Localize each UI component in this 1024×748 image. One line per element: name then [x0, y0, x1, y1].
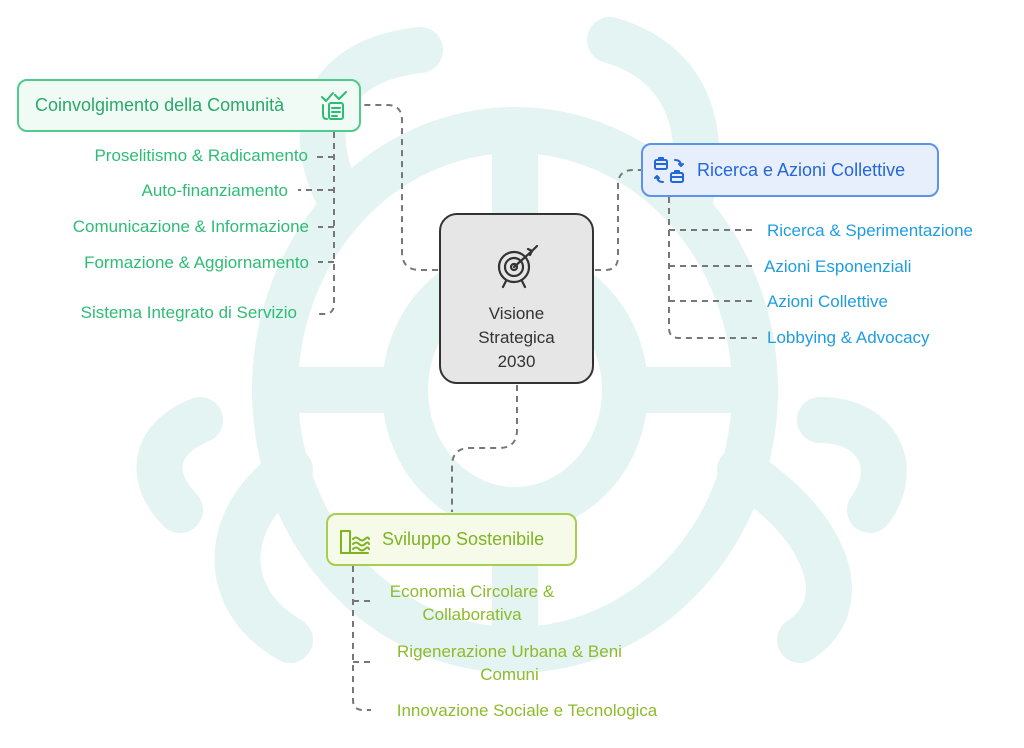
- center-line-3: 2030: [497, 352, 536, 371]
- sustain-item-line: Innovazione Sociale e Tecnologica: [396, 701, 658, 720]
- link-center-sustain: [451, 385, 518, 512]
- community-item: Auto-finanziamento: [141, 181, 288, 200]
- link-center-community: [362, 104, 438, 271]
- community-item: Comunicazione & Informazione: [72, 217, 309, 236]
- link-sustain-items: [352, 566, 371, 711]
- community-title: Coinvolgimento della Comunità: [35, 95, 285, 115]
- research-item: Lobbying & Advocacy: [767, 328, 930, 347]
- research-node[interactable]: Ricerca e Azioni Collettive: [641, 143, 939, 197]
- link-community-items: [318, 132, 335, 315]
- target-icon: [494, 244, 540, 294]
- center-node[interactable]: Visione Strategica 2030: [439, 213, 594, 384]
- briefcase-exchange-icon: [653, 156, 685, 191]
- research-item: Azioni Collettive: [767, 292, 888, 311]
- center-line-1: Visione: [488, 304, 545, 323]
- link-research-items: [668, 197, 757, 339]
- checklist-hand-icon: [319, 91, 349, 126]
- center-line-2: Strategica: [478, 328, 555, 347]
- connectors: [298, 104, 757, 711]
- community-item: Sistema Integrato di Servizio: [80, 303, 297, 322]
- community-node[interactable]: Coinvolgimento della Comunità: [17, 79, 361, 132]
- dam-water-icon: [338, 527, 370, 560]
- sustain-item: Economia Circolare & Collaborativa: [372, 580, 572, 626]
- research-title: Ricerca e Azioni Collettive: [697, 159, 906, 180]
- sustain-item-line: Rigenerazione Urbana & Beni: [397, 642, 622, 661]
- sustain-item: Rigenerazione Urbana & Beni Comuni: [372, 640, 647, 686]
- research-item: Azioni Esponenziali: [764, 257, 912, 276]
- sustain-title: Sviluppo Sostenibile: [382, 529, 545, 549]
- community-item: Formazione & Aggiornamento: [84, 253, 309, 272]
- community-item: Proselitismo & Radicamento: [94, 146, 308, 165]
- sustain-item-line: Economia Circolare &: [389, 582, 555, 601]
- sustain-item: Innovazione Sociale e Tecnologica: [372, 699, 682, 722]
- sustain-item-line: Collaborativa: [422, 605, 522, 624]
- research-item: Ricerca & Sperimentazione: [767, 221, 973, 240]
- link-center-research: [595, 169, 641, 271]
- sustain-node[interactable]: Sviluppo Sostenibile: [326, 513, 577, 566]
- sustain-item-line: Comuni: [480, 665, 539, 684]
